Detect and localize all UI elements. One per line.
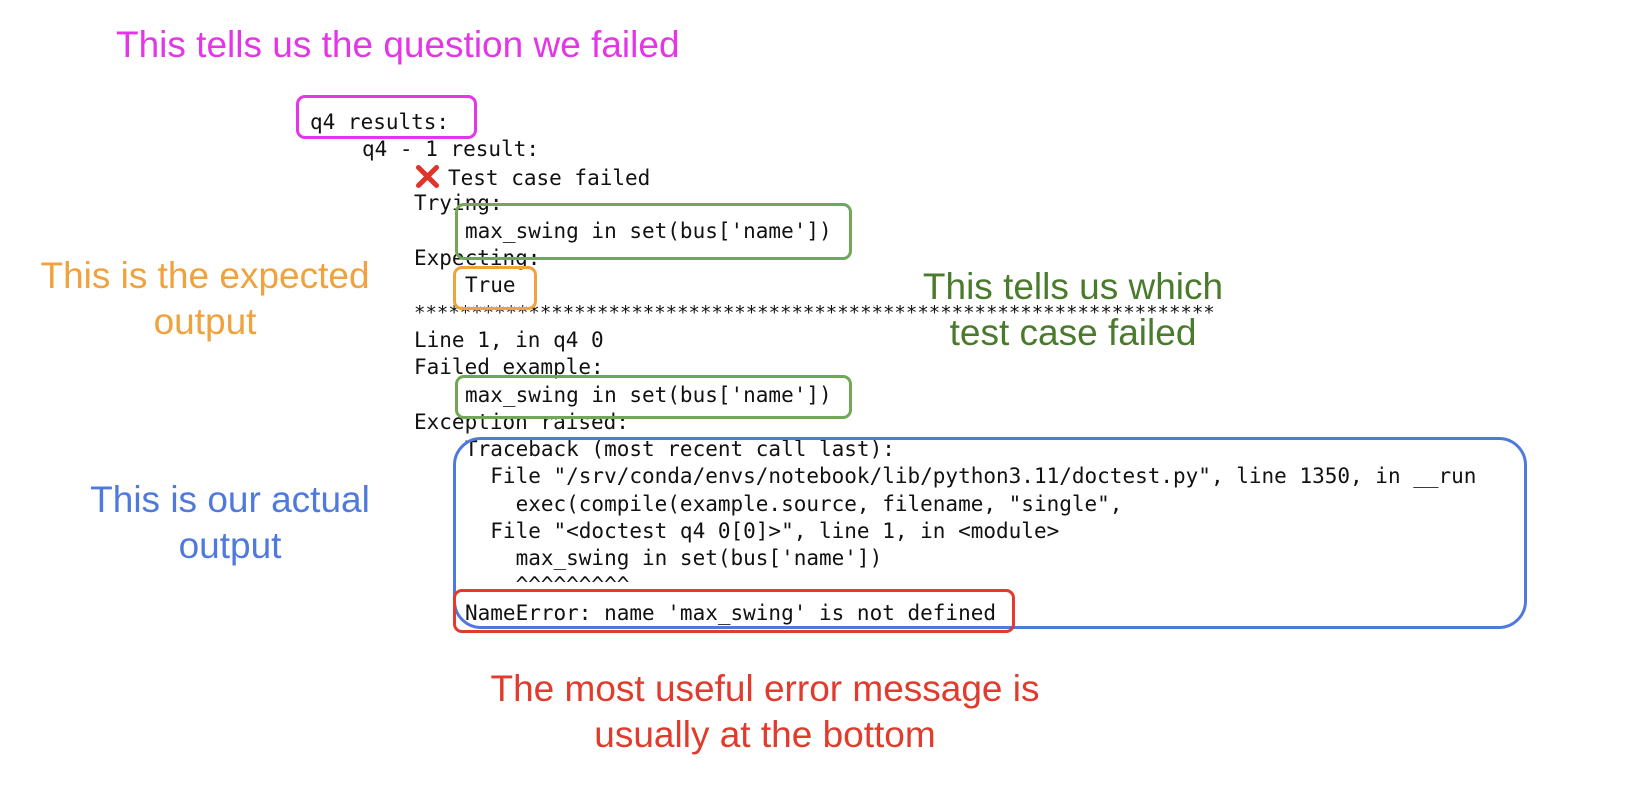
cross-mark-icon bbox=[415, 164, 440, 189]
test-case-annotation: This tells us which test case failed bbox=[898, 264, 1248, 356]
traceback-line: Traceback (most recent call last): bbox=[465, 437, 895, 461]
traceback-line: File "/srv/conda/envs/notebook/lib/pytho… bbox=[465, 464, 1477, 488]
results-header: q4 results: bbox=[310, 110, 450, 134]
exception-label: Exception raised: bbox=[414, 410, 629, 434]
traceback-highlight-box bbox=[453, 437, 1527, 629]
test-status-text: Test case failed bbox=[448, 166, 651, 190]
error-annotation-line1: The most useful error message is bbox=[490, 668, 1040, 709]
failed-code: max_swing in set(bus['name']) bbox=[465, 383, 832, 407]
error-annotation-line2: usually at the bottom bbox=[594, 714, 936, 755]
actual-annotation-line2: output bbox=[178, 525, 282, 566]
question-annotation: This tells us the question we failed bbox=[116, 24, 680, 65]
traceback-line: max_swing in set(bus['name']) bbox=[465, 546, 883, 570]
actual-annotation: This is our actual output bbox=[70, 477, 390, 569]
test-case-annotation-line1: This tells us which bbox=[922, 266, 1224, 307]
traceback-line: File "<doctest q4 0[0]>", line 1, in <mo… bbox=[465, 519, 1060, 543]
result-subheader: q4 - 1 result: bbox=[362, 137, 540, 161]
expected-value-highlight-box bbox=[453, 266, 537, 310]
actual-annotation-line1: This is our actual bbox=[90, 479, 370, 520]
error-annotation: The most useful error message is usually… bbox=[465, 666, 1065, 758]
trying-code: max_swing in set(bus['name']) bbox=[465, 219, 832, 243]
failed-code-highlight-box bbox=[455, 375, 852, 419]
expected-annotation-line2: output bbox=[153, 301, 257, 342]
test-case-annotation-line2: test case failed bbox=[949, 312, 1197, 353]
expected-annotation: This is the expected output bbox=[20, 253, 390, 345]
test-status: Test case failed bbox=[414, 163, 650, 192]
question-highlight-box bbox=[296, 95, 477, 139]
separator-line: ****************************************… bbox=[414, 302, 1215, 324]
expected-value: True bbox=[465, 273, 516, 297]
error-message-highlight-box bbox=[453, 589, 1015, 633]
traceback-line: exec(compile(example.source, filename, "… bbox=[465, 492, 1123, 516]
expected-annotation-line1: This is the expected bbox=[40, 255, 370, 296]
line-info: Line 1, in q4 0 bbox=[414, 328, 604, 352]
traceback-line: ^^^^^^^^^ bbox=[465, 573, 630, 597]
trying-code-highlight-box bbox=[455, 203, 852, 260]
error-message: NameError: name 'max_swing' is not defin… bbox=[465, 601, 997, 625]
